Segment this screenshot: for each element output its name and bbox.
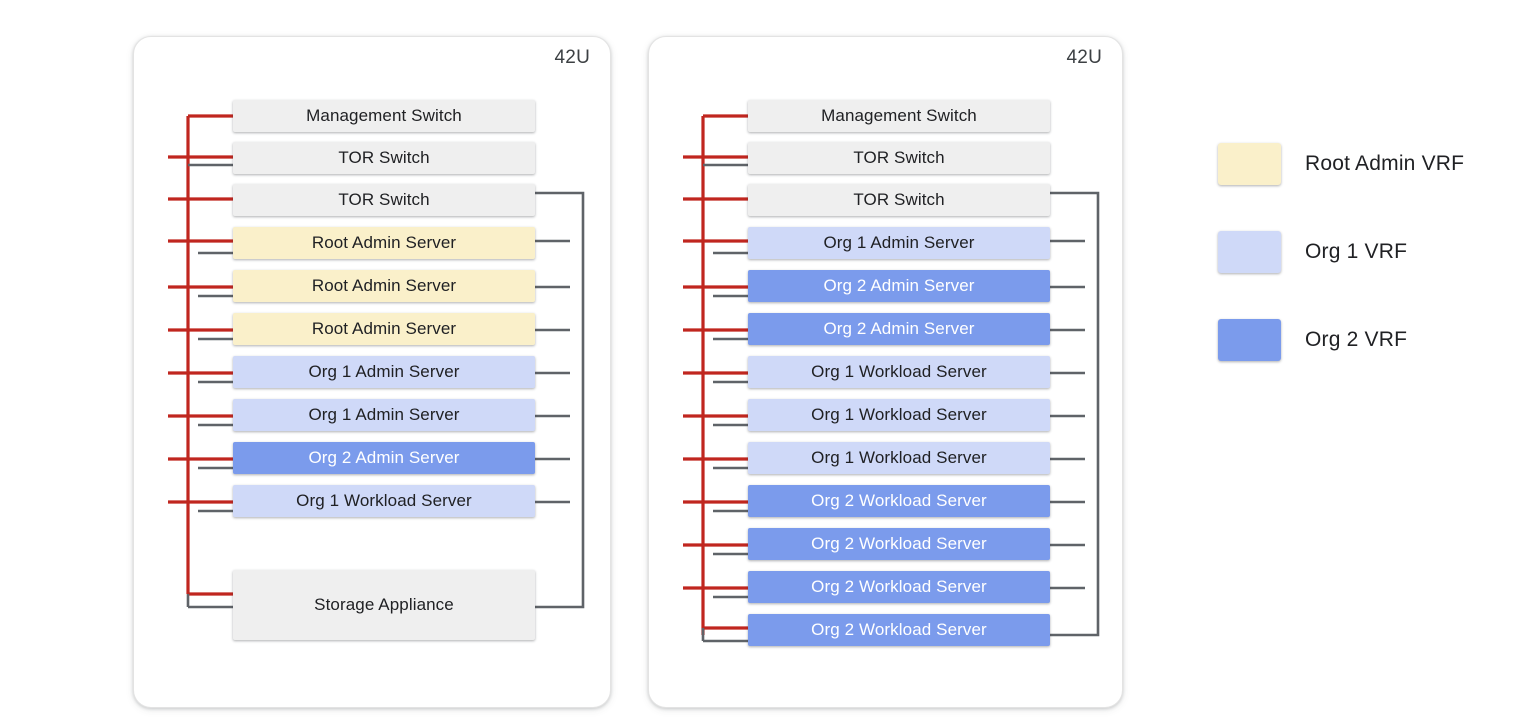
rack-1-unit-3[interactable]: Root Admin Server — [233, 227, 535, 259]
rack-2-unit-7[interactable]: Org 1 Workload Server — [748, 399, 1050, 431]
rack-2-unit-2[interactable]: TOR Switch — [748, 184, 1050, 216]
rack-1-unit-10[interactable]: Storage Appliance — [233, 570, 535, 640]
rack-1-unit-0-label: Management Switch — [306, 106, 462, 125]
rack-2-unit-5-label: Org 2 Admin Server — [823, 319, 975, 338]
rack-2-unit-0[interactable]: Management Switch — [748, 100, 1050, 132]
rack-1-unit-10-label: Storage Appliance — [314, 595, 454, 614]
rack-1-unit-5-label: Root Admin Server — [311, 319, 457, 338]
rack-2-unit-3[interactable]: Org 1 Admin Server — [748, 227, 1050, 259]
rack-1-unit-2-label: TOR Switch — [338, 190, 430, 209]
rack-2-unit-7-label: Org 1 Workload Server — [811, 405, 987, 424]
rack-1-unit-2[interactable]: TOR Switch — [233, 184, 535, 216]
rack-1-unit-8[interactable]: Org 2 Admin Server — [233, 442, 535, 474]
rack-2-unit-9-label: Org 2 Workload Server — [811, 491, 987, 510]
rack-1-unit-6-label: Org 1 Admin Server — [308, 362, 460, 381]
rack-2-unit-9[interactable]: Org 2 Workload Server — [748, 485, 1050, 517]
legend-label-org1-vrf: Org 1 VRF — [1305, 240, 1408, 263]
legend-item-root-admin-vrf: Root Admin VRF — [1218, 143, 1464, 185]
rack-1-unit-6[interactable]: Org 1 Admin Server — [233, 356, 535, 388]
rack-2-unit-4[interactable]: Org 2 Admin Server — [748, 270, 1050, 302]
vrf-legend: Root Admin VRF Org 1 VRF Org 2 VRF — [1218, 143, 1464, 361]
rack-2-unit-8[interactable]: Org 1 Workload Server — [748, 442, 1050, 474]
rack-2-unit-3-label: Org 1 Admin Server — [823, 233, 975, 252]
rack-1-capacity-label: 42U — [554, 47, 590, 68]
rack-2-unit-4-label: Org 2 Admin Server — [823, 276, 975, 295]
rack-1-unit-3-label: Root Admin Server — [311, 233, 457, 252]
rack-1-unit-7[interactable]: Org 1 Admin Server — [233, 399, 535, 431]
rack-1-unit-8-label: Org 2 Admin Server — [308, 448, 460, 467]
rack-1-unit-5[interactable]: Root Admin Server — [233, 313, 535, 345]
rack-2-unit-6-label: Org 1 Workload Server — [811, 362, 987, 381]
rack-2-unit-11-label: Org 2 Workload Server — [811, 577, 987, 596]
rack-2-unit-11[interactable]: Org 2 Workload Server — [748, 571, 1050, 603]
legend-label-root-admin-vrf: Root Admin VRF — [1305, 152, 1465, 175]
rack-1-unit-4[interactable]: Root Admin Server — [233, 270, 535, 302]
rack-1-unit-1-label: TOR Switch — [338, 148, 430, 167]
rack-1-unit-7-label: Org 1 Admin Server — [308, 405, 460, 424]
rack-2-unit-10-label: Org 2 Workload Server — [811, 534, 987, 553]
rack-2-unit-2-label: TOR Switch — [853, 190, 945, 209]
rack-1-unit-4-label: Root Admin Server — [311, 276, 457, 295]
rack-2-unit-1[interactable]: TOR Switch — [748, 142, 1050, 174]
rack-2-unit-0-label: Management Switch — [821, 106, 977, 125]
rack-2-unit-8-label: Org 1 Workload Server — [811, 448, 987, 467]
rack-2-unit-10[interactable]: Org 2 Workload Server — [748, 528, 1050, 560]
legend-swatch-org2-vrf — [1218, 319, 1281, 361]
rack-2-unit-12-label: Org 2 Workload Server — [811, 620, 987, 639]
legend-swatch-org1-vrf — [1218, 231, 1281, 273]
rack-1-unit-0[interactable]: Management Switch — [233, 100, 535, 132]
rack-2-capacity-label: 42U — [1066, 47, 1102, 68]
rack-2-unit-1-label: TOR Switch — [853, 148, 945, 167]
rack-1-unit-9-label: Org 1 Workload Server — [296, 491, 472, 510]
rack-2-unit-6[interactable]: Org 1 Workload Server — [748, 356, 1050, 388]
rack-2-unit-12[interactable]: Org 2 Workload Server — [748, 614, 1050, 646]
rack-1-unit-9[interactable]: Org 1 Workload Server — [233, 485, 535, 517]
rack-2-unit-5[interactable]: Org 2 Admin Server — [748, 313, 1050, 345]
legend-swatch-root-admin-vrf — [1218, 143, 1281, 185]
legend-item-org2-vrf: Org 2 VRF — [1218, 319, 1464, 361]
legend-label-org2-vrf: Org 2 VRF — [1305, 328, 1408, 351]
rack-1-unit-1[interactable]: TOR Switch — [233, 142, 535, 174]
legend-item-org1-vrf: Org 1 VRF — [1218, 231, 1464, 273]
